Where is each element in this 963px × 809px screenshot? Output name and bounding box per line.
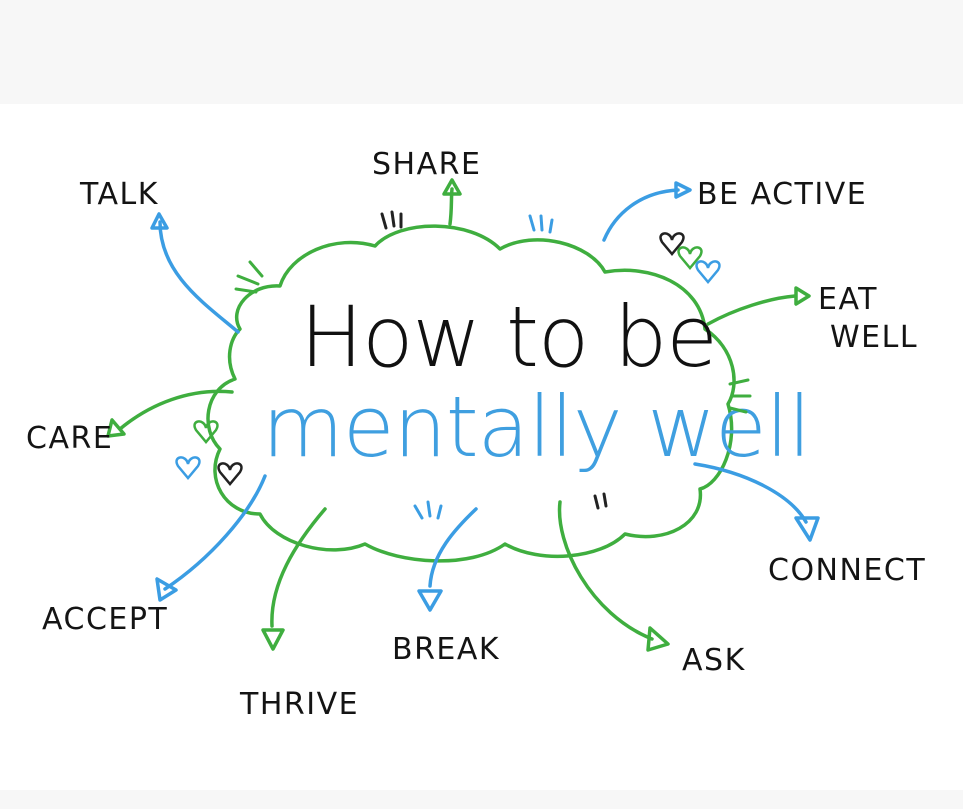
arrow-head-talk (150, 212, 169, 230)
arrow-head-break (417, 589, 443, 612)
label-accept: ACCEPT (42, 602, 168, 637)
mind-map-diagram: How to be mentally well SHARE TALK BE AC… (26, 147, 926, 722)
arrow-ask (557, 500, 654, 641)
title-line-1: How to be (300, 288, 717, 386)
title-line-2: mentally well (262, 378, 810, 476)
cloud-outline (206, 224, 736, 563)
arrow-eat-well (706, 294, 797, 326)
label-thrive: THRIVE (239, 687, 359, 722)
arrow-be-active (602, 188, 680, 242)
label-well: WELL (830, 320, 918, 355)
arrow-break (428, 507, 478, 588)
arrow-head-care (106, 418, 126, 438)
label-talk: TALK (79, 177, 159, 212)
arrow-share (448, 187, 454, 226)
arrow-thrive (270, 507, 327, 628)
label-ask: ASK (682, 643, 746, 678)
arrow-head-accept (155, 577, 178, 602)
arrow-care (118, 389, 234, 431)
heart-icon (193, 420, 219, 444)
arrow-connect (693, 462, 808, 524)
arrow-head-thrive (261, 628, 285, 651)
label-be-active: BE ACTIVE (697, 177, 867, 212)
label-share: SHARE (372, 147, 481, 182)
heart-icon (677, 246, 703, 270)
label-eat: EAT (818, 282, 878, 317)
arrow-head-share (442, 178, 462, 196)
heart-icon (659, 232, 685, 256)
arrow-talk (158, 220, 240, 334)
label-connect: CONNECT (768, 553, 926, 588)
mind-map-canvas: How to be mentally well SHARE TALK BE AC… (0, 104, 963, 790)
heart-icon (695, 260, 721, 284)
label-break: BREAK (392, 632, 500, 667)
arrow-head-eat-well (794, 286, 811, 306)
label-care: CARE (26, 421, 113, 456)
arrow-head-ask (646, 626, 670, 652)
emphasis-marks (234, 210, 752, 520)
heart-icon (175, 456, 201, 480)
arrow-head-connect (794, 516, 820, 542)
arrow-head-be-active (674, 181, 692, 199)
arrow-accept (163, 474, 267, 591)
heart-icon (217, 462, 243, 486)
